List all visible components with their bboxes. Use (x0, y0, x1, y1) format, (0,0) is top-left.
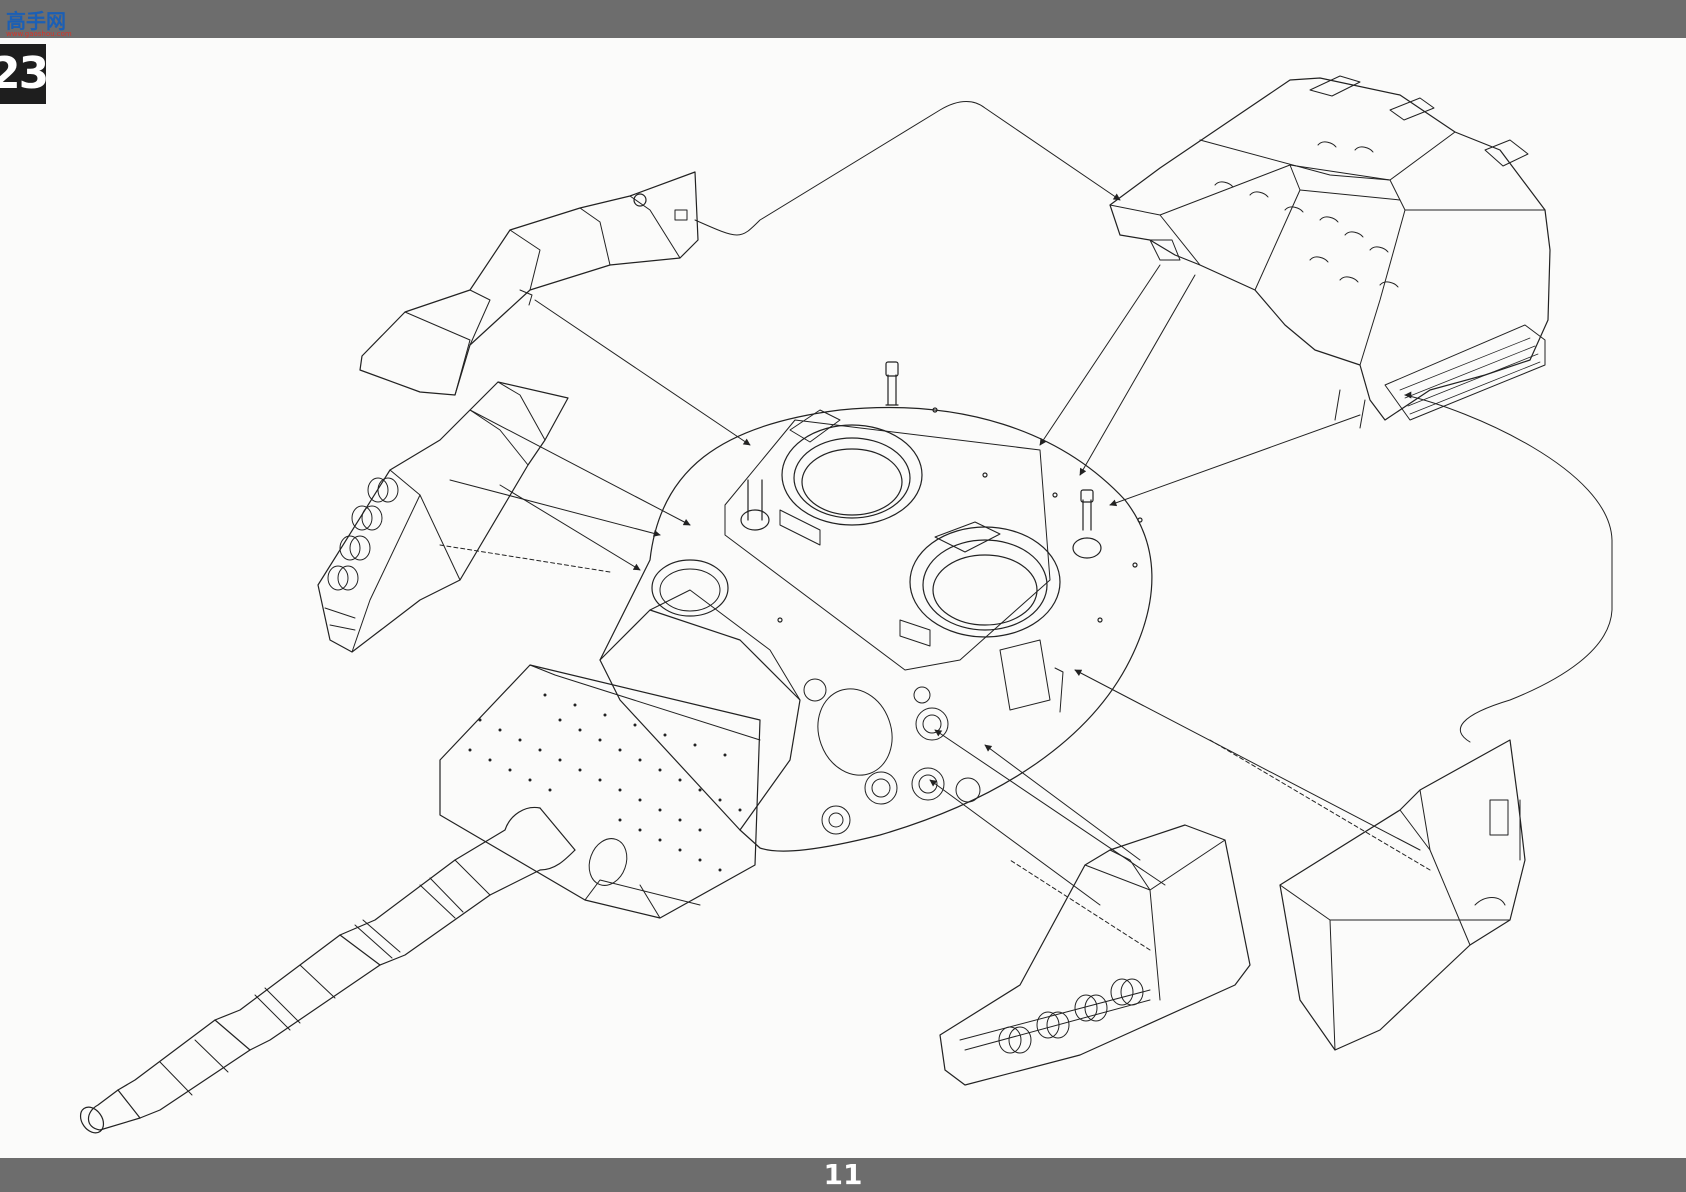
page-number: 11 (823, 1158, 863, 1191)
commander-cupola-ring (780, 410, 922, 545)
main-gun-barrel (76, 807, 575, 1137)
bottom-bar (0, 1158, 1686, 1192)
assembly-drawing (0, 38, 1686, 1158)
right-smoke-launcher-armor (940, 825, 1250, 1085)
rear-stowage-bustle (1110, 76, 1550, 428)
turret (600, 362, 1152, 851)
gun-mantlet (440, 665, 760, 918)
watermark-site-url: www.gaoshou.com (6, 30, 72, 38)
right-front-armor-block (1280, 740, 1525, 1050)
loader-hatch-ring (900, 522, 1060, 646)
step-number-badge: 23 (0, 44, 46, 104)
assembly-leader-lines (440, 102, 1612, 951)
vent-ring (652, 560, 728, 616)
left-smoke-launcher-armor (318, 382, 568, 652)
launcher-sockets (804, 679, 980, 834)
left-rear-stowage-box (360, 172, 698, 395)
watermark-site-name: 高手网 (6, 9, 66, 33)
watermark-logo: 高手网 www.gaoshou.com (6, 8, 72, 38)
top-bar (0, 0, 1686, 38)
